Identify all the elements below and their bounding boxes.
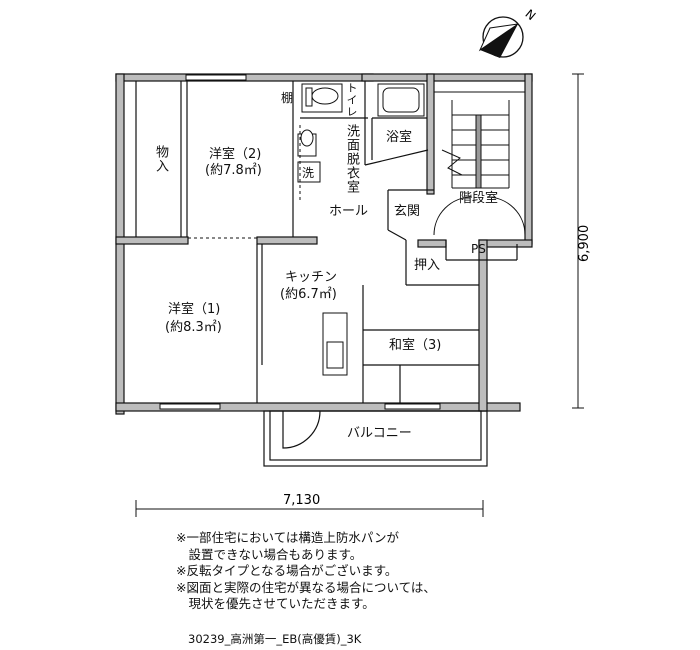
room-japanese-3-label: 和室（3) [389,338,442,353]
room-washroom-label: 洗面脱衣室 [344,124,359,194]
room-toilet-label: トイレ [345,82,358,118]
room-hall-label: ホール [329,204,369,219]
balcony [263,410,488,467]
dimension-depth-label: 6,900 [577,225,592,262]
note-line: ※反転タイプとなる場合がございます。 [176,563,398,578]
plan-caption: 30239_高洲第一_EB(高優賃)_3K [188,632,362,646]
room-kitchen-size: (約6.7㎡) [280,287,337,302]
dimension-width [135,500,484,517]
notes: ※一部住宅においては構造上防水パンが 設置できない場合もあります。 ※反転タイプ… [176,530,436,613]
room-western-2-size: (約7.8㎡) [205,163,262,178]
note-line: ※一部住宅においては構造上防水パンが [176,530,399,545]
balcony-label: バルコニー [347,426,412,441]
room-western-1-size: (約8.3㎡) [165,320,222,335]
room-stairhall-label: 階段室 [459,191,499,206]
room-shelf-label: 棚 [281,91,294,105]
fixtures [297,83,425,376]
dimension-width-label: 7,130 [283,493,320,508]
room-bath-label: 浴室 [386,130,413,145]
compass-north-label: N [523,7,539,23]
note-line: 現状を優先させていただきます。 [176,596,375,611]
room-closet-label: 押入 [414,258,441,273]
windows [159,74,441,410]
room-western-2-name: 洋室（2) [209,147,262,162]
sliding-doors [135,81,364,403]
dimension-depth [572,73,584,409]
room-entrance-label: 玄関 [394,204,421,219]
stairs [433,91,526,236]
outer-walls [115,73,533,415]
room-western-1-name: 洋室（1) [168,302,221,317]
washer-label: 洗 [302,166,315,180]
ps-label: PS [471,242,486,256]
note-line: ※図面と実際の住宅が異なる場合については、 [176,579,436,595]
compass-icon: N [478,7,539,58]
room-storage-label: 物入 [153,145,168,173]
room-kitchen-name: キッチン [285,270,338,285]
note-line: 設置できない場合もあります。 [176,546,363,562]
